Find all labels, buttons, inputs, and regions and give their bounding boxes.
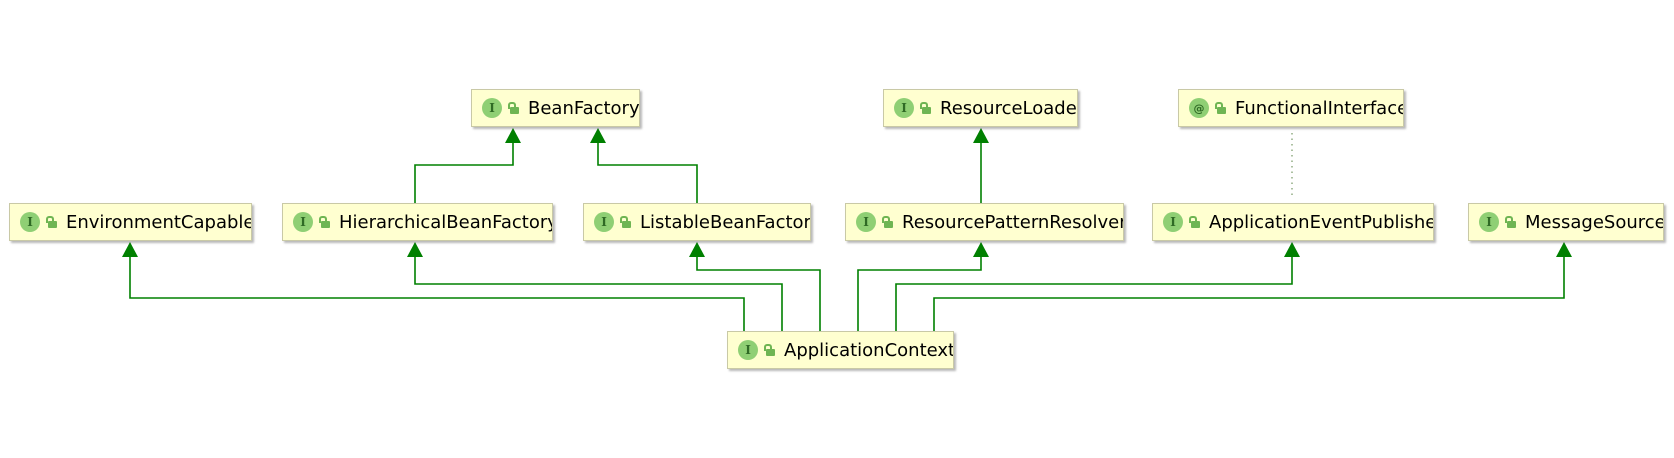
- inheritance-arrowhead: [1284, 242, 1300, 257]
- node-label: ApplicationContext: [784, 339, 954, 361]
- node-listablebeanfactory[interactable]: I ListableBeanFactory: [583, 203, 811, 241]
- node-applicationcontext[interactable]: I ApplicationContext: [727, 331, 954, 369]
- public-lock-icon: [764, 344, 776, 356]
- edge-applicationcontext-to-messagesource: [933, 256, 1565, 331]
- interface-icon: I: [20, 212, 40, 232]
- edge-hierarchicalbeanfactory-to-beanfactory: [414, 142, 514, 203]
- interface-icon: I: [1479, 212, 1499, 232]
- edge-applicationcontext-to-listablebeanfactory: [696, 256, 821, 331]
- inheritance-arrowhead: [973, 128, 989, 143]
- interface-icon: I: [1163, 212, 1183, 232]
- node-label: ResourceLoader: [940, 97, 1078, 119]
- public-lock-icon: [1215, 102, 1227, 114]
- public-lock-icon: [1505, 216, 1517, 228]
- node-label: ApplicationEventPublisher: [1209, 211, 1434, 233]
- interface-icon: I: [293, 212, 313, 232]
- node-applicationeventpublisher[interactable]: I ApplicationEventPublisher: [1152, 203, 1434, 241]
- node-label: ResourcePatternResolver: [902, 211, 1124, 233]
- public-lock-icon: [920, 102, 932, 114]
- interface-icon: I: [894, 98, 914, 118]
- edge-applicationcontext-to-resourcepatternresolver: [857, 256, 982, 331]
- interface-icon: I: [856, 212, 876, 232]
- inheritance-arrowhead: [590, 128, 606, 143]
- node-environmentcapable[interactable]: I EnvironmentCapable: [9, 203, 252, 241]
- public-lock-icon: [1189, 216, 1201, 228]
- node-label: EnvironmentCapable: [66, 211, 252, 233]
- public-lock-icon: [882, 216, 894, 228]
- public-lock-icon: [620, 216, 632, 228]
- node-resourcepatternresolver[interactable]: I ResourcePatternResolver: [845, 203, 1124, 241]
- interface-icon: I: [482, 98, 502, 118]
- interface-icon: I: [594, 212, 614, 232]
- node-label: ListableBeanFactory: [640, 211, 811, 233]
- inheritance-arrowhead: [505, 128, 521, 143]
- node-hierarchicalbeanfactory[interactable]: I HierarchicalBeanFactory: [282, 203, 553, 241]
- node-label: FunctionalInterface: [1235, 97, 1404, 119]
- edge-applicationcontext-to-environmentcapable: [129, 256, 745, 331]
- inheritance-arrowhead: [973, 242, 989, 257]
- node-label: HierarchicalBeanFactory: [339, 211, 553, 233]
- node-functionalinterface[interactable]: @ FunctionalInterface: [1178, 89, 1404, 127]
- inheritance-arrowhead: [407, 242, 423, 257]
- annotation-icon: @: [1189, 98, 1209, 118]
- node-messagesource[interactable]: I MessageSource: [1468, 203, 1664, 241]
- interface-icon: I: [738, 340, 758, 360]
- edge-applicationcontext-to-applicationeventpublisher: [895, 256, 1293, 331]
- inheritance-arrowhead: [122, 242, 138, 257]
- node-label: MessageSource: [1525, 211, 1664, 233]
- public-lock-icon: [508, 102, 520, 114]
- node-label: BeanFactory: [528, 97, 640, 119]
- node-resourceloader[interactable]: I ResourceLoader: [883, 89, 1078, 127]
- inheritance-arrowhead: [689, 242, 705, 257]
- edge-listablebeanfactory-to-beanfactory: [597, 142, 698, 203]
- edge-applicationcontext-to-hierarchicalbeanfactory: [414, 256, 783, 331]
- node-beanfactory[interactable]: I BeanFactory: [471, 89, 640, 127]
- inheritance-arrowhead: [1556, 242, 1572, 257]
- public-lock-icon: [319, 216, 331, 228]
- public-lock-icon: [46, 216, 58, 228]
